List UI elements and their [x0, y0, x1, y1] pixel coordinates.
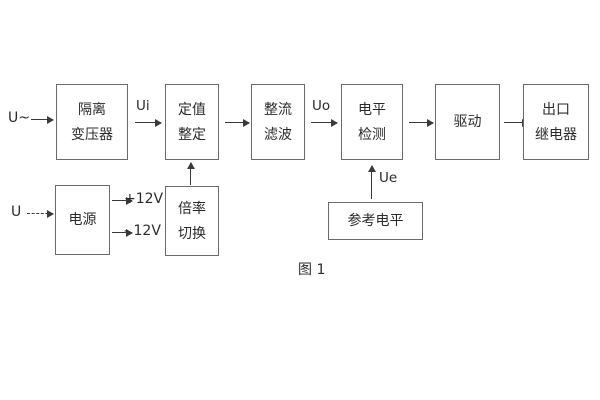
input-label-dc: U — [11, 204, 22, 220]
input-label-ac: U~ — [8, 110, 30, 126]
arrow-multiplier-switch-to-setting-value — [186, 162, 195, 185]
block-setting-value: 定值 整定 — [165, 84, 219, 160]
figure-caption: 图 1 — [298, 262, 326, 278]
signal-label-plus-12v: +12V — [124, 191, 164, 207]
block-multiplier-switch: 倍率 切换 — [165, 186, 219, 256]
arrow-power-supply-positive-rail — [112, 196, 133, 205]
block-level-detection-line2: 检测 — [358, 126, 386, 143]
block-drive-line1: 驱动 — [453, 114, 482, 130]
block-rectify-filter: 整流 滤波 — [251, 84, 305, 160]
arrow-level-detection-to-drive — [409, 118, 434, 127]
arrow-setting-value-to-rectify-filter — [225, 118, 250, 127]
block-multiplier-switch-line2: 切换 — [178, 225, 206, 242]
arrow-reference-level-to-level-detection — [367, 165, 376, 199]
block-output-relay-line1: 出口 — [542, 101, 570, 118]
block-isolation-transformer: 隔离 变压器 — [56, 84, 128, 160]
block-multiplier-switch-line1: 倍率 — [178, 200, 206, 217]
arrow-dc-input-to-power-supply — [27, 209, 54, 218]
block-rectify-filter-line2: 滤波 — [264, 126, 292, 143]
block-output-relay: 出口 继电器 — [523, 84, 589, 160]
block-rectify-filter-line1: 整流 — [264, 101, 292, 118]
signal-label-ui: Ui — [136, 98, 150, 114]
signal-label-uo: Uo — [312, 98, 331, 114]
block-setting-value-line1: 定值 — [178, 101, 206, 118]
block-isolation-transformer-line1: 隔离 — [78, 101, 106, 118]
arrow-isolation-transformer-to-setting-value — [135, 118, 162, 127]
arrow-rectify-filter-to-level-detection — [311, 118, 338, 127]
block-level-detection-line1: 电平 — [358, 101, 386, 118]
block-level-detection: 电平 检测 — [341, 84, 403, 160]
signal-label-ue: Ue — [379, 170, 398, 186]
block-setting-value-line2: 整定 — [178, 126, 206, 143]
block-drive: 驱动 — [435, 84, 500, 160]
arrow-ac-input-to-isolation-transformer — [31, 115, 54, 124]
arrow-power-supply-negative-rail — [112, 228, 133, 237]
block-power-supply-line1: 电源 — [68, 212, 97, 228]
signal-label-minus-12v: - 12V — [124, 223, 161, 239]
block-reference-level-line1: 参考电平 — [347, 213, 404, 229]
block-power-supply: 电源 — [55, 185, 110, 255]
block-isolation-transformer-line2: 变压器 — [71, 126, 113, 143]
block-reference-level: 参考电平 — [328, 202, 423, 240]
block-output-relay-line2: 继电器 — [535, 126, 577, 143]
